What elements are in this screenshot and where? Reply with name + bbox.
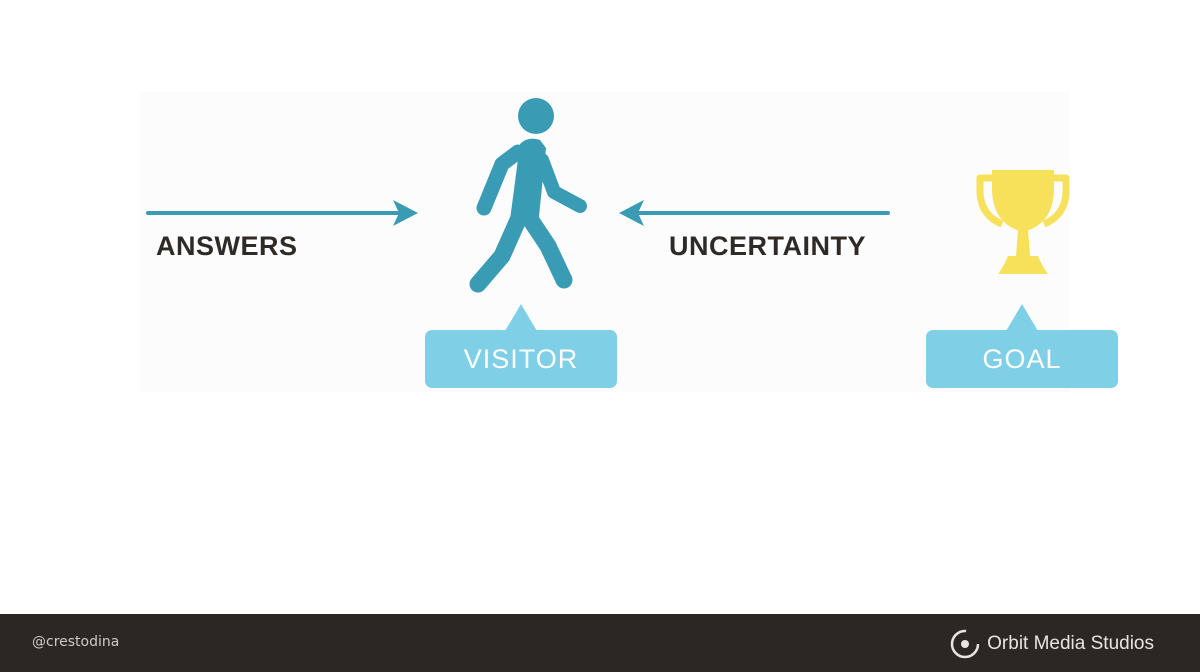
answers-label: ANSWERS [156,231,298,261]
goal-callout: GOAL [926,304,1118,388]
twitter-handle: @crestodina [32,634,120,650]
brand-logo: Orbit Media Studios [949,628,1154,660]
person-walking-icon [469,98,587,293]
visitor-callout: VISITOR [425,304,617,388]
orbit-logo-icon [950,629,980,659]
brand-name: Orbit Media Studios [987,633,1154,654]
uncertainty-label: UNCERTAINTY [669,231,866,261]
footer-bar: @crestodina Orbit Media Studios [0,614,1200,672]
arrow-right-icon [146,200,418,226]
trophy-icon [976,170,1070,274]
arrow-left-icon [619,200,890,226]
